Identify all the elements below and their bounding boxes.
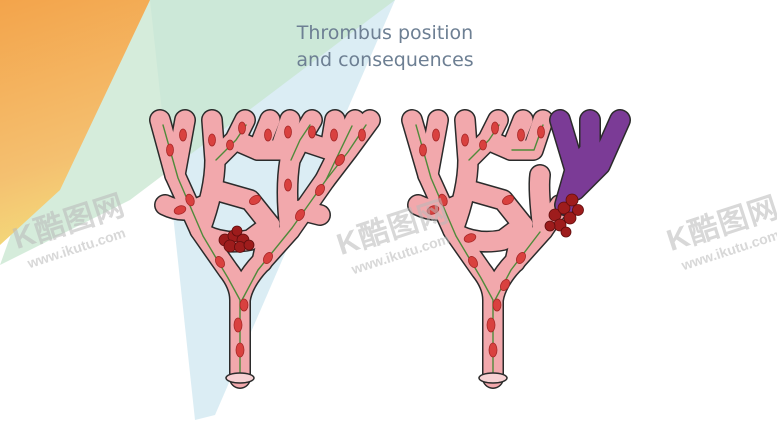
thrombus-left	[218, 225, 255, 253]
red-blood-cells-right	[419, 121, 545, 358]
thrombus-right	[544, 193, 584, 238]
vessel-opening-left	[225, 372, 255, 384]
title-line-2: and consequences	[296, 49, 474, 71]
title-line-1: Thrombus position	[296, 22, 474, 44]
vessel-opening-right	[478, 372, 508, 384]
vessel-tree-right	[401, 109, 631, 389]
vessel-tree-left	[149, 109, 381, 389]
bg-orange-triangle	[0, 0, 150, 245]
red-blood-cells-left	[166, 121, 366, 358]
diagram-title: Thrombus position and consequences	[230, 20, 540, 74]
blocked-vessels	[549, 109, 631, 216]
background-shapes	[0, 0, 395, 420]
